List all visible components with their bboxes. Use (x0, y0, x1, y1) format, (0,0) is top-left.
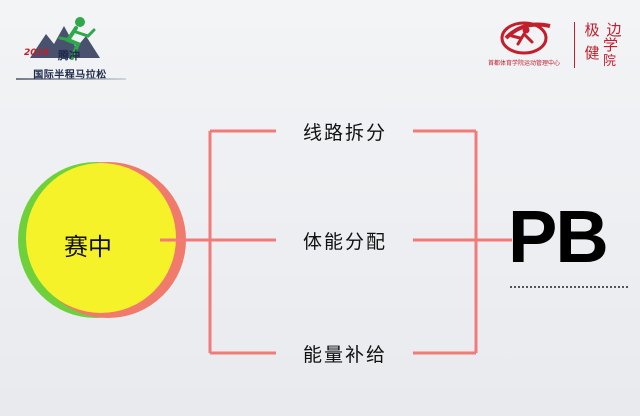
seal-char: 边 (606, 20, 622, 39)
org-seal: 极 边 健 学院 (581, 22, 625, 68)
main-node-label: 赛中 (64, 233, 112, 261)
org-name: 首都体育学院运动管理中心 (487, 60, 560, 67)
event-brand: 腾冲 (58, 49, 80, 62)
seal-char: 健 (584, 43, 600, 62)
branch-route-split: 线路拆分 (302, 122, 387, 144)
org-emblem-icon (500, 21, 551, 55)
seal-char: 学院 (603, 36, 619, 69)
runner-emblem-icon (30, 17, 100, 60)
org-divider (574, 22, 575, 68)
event-year: 2016 (24, 48, 50, 58)
event-name-underline (16, 78, 126, 80)
result-label: PB (508, 195, 609, 278)
main-node-circle (26, 163, 176, 313)
branch-energy-supply: 能量补给 (302, 344, 387, 366)
branch-stamina-allocation: 体能分配 (302, 231, 387, 253)
org-logo: 首都体育学院运动管理中心 极 边 健 学院 (480, 18, 630, 74)
event-logo: 2016 腾冲 国际半程马拉松 (10, 14, 130, 84)
seal-char: 极 (584, 20, 600, 39)
event-name: 国际半程马拉松 (33, 70, 107, 81)
